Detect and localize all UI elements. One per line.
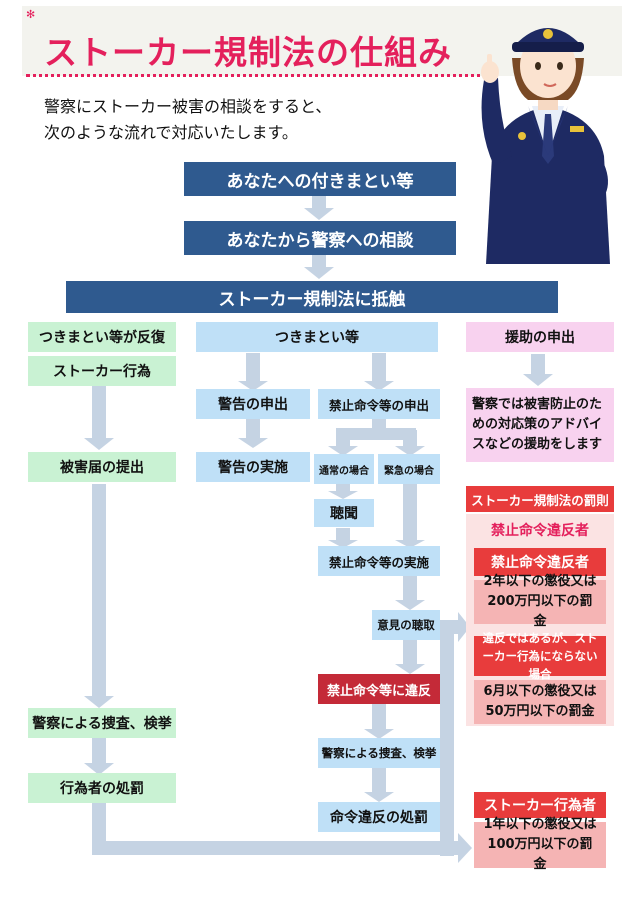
violator-label: 禁止命令違反者 — [491, 523, 589, 539]
non-stalking-case: 違反ではあるが、ストーカー行為にならない場合 — [474, 631, 606, 681]
stalker-label: ストーカー行為者 — [474, 792, 606, 818]
penalty-2: 6月以下の懲役又は50万円以下の罰金 — [474, 680, 606, 724]
warning-exec: 警告の実施 — [196, 452, 310, 482]
left-punishment: 行為者の処罰 — [28, 773, 176, 803]
penalty-1: 2年以下の懲役又は200万円以下の罰金 — [474, 574, 606, 629]
assist-description: 警察では被害防止のための対応策のアドバイスなどの援助をします — [466, 388, 614, 462]
police-officer-illustration — [481, 28, 610, 264]
order-punishment: 命令違反の処罰 — [318, 802, 440, 832]
urgent-case: 緊急の場合 — [378, 454, 440, 484]
ban-violation: 禁止命令等に違反 — [318, 674, 440, 704]
hearing: 聴聞 — [314, 499, 374, 527]
right-header: 援助の申出 — [466, 322, 614, 352]
intro-text: 警察にストーカー被害の相談をすると、 次のような流れで対応いたします。 — [44, 94, 331, 146]
ban-request: 禁止命令等の申出 — [318, 389, 440, 419]
center-investigation: 警察による捜査、検挙 — [318, 738, 440, 768]
flow-step-2: あなたから警察への相談 — [184, 221, 456, 255]
flow-step-1: あなたへの付きまとい等 — [184, 162, 456, 196]
penalties-title: ストーカー規制法の罰則 — [466, 486, 614, 512]
normal-case: 通常の場合 — [314, 454, 374, 484]
left-header: つきまとい等が反復 — [28, 322, 176, 352]
page-title: ストーカー規制法の仕組み — [44, 33, 452, 72]
left-report: 被害届の提出 — [28, 452, 176, 482]
left-subheader: ストーカー行為 — [28, 356, 176, 386]
violator-box: 禁止命令違反者 — [474, 548, 606, 576]
center-header: つきまとい等 — [196, 322, 438, 352]
asterisk-icon: ✻ — [26, 8, 36, 21]
ban-exec: 禁止命令等の実施 — [318, 546, 440, 576]
flow-step-3: ストーカー規制法に抵触 — [66, 281, 558, 313]
penalty-3: 1年以下の懲役又は100万円以下の罰金 — [474, 817, 606, 872]
title-underline — [26, 74, 488, 77]
opinion-hearing: 意見の聴取 — [372, 610, 440, 640]
intro-line-2: 次のような流れで対応いたします。 — [44, 123, 298, 142]
warning-request: 警告の申出 — [196, 389, 310, 419]
left-investigation: 警察による捜査、検挙 — [28, 708, 176, 738]
intro-line-1: 警察にストーカー被害の相談をすると、 — [44, 97, 332, 116]
